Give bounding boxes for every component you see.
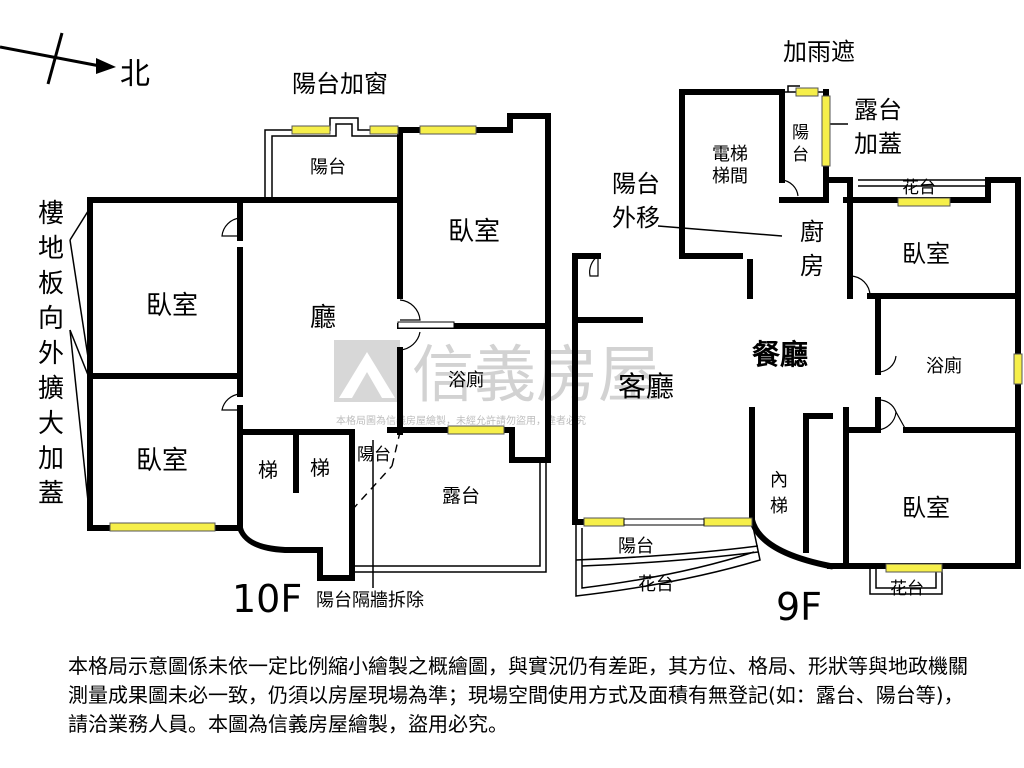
9f-balcony-moved-line2: 外移 [612, 204, 660, 232]
9f-balcony-moved-line1: 陽台 [612, 170, 660, 198]
9f-window [885, 563, 943, 573]
10f-door-icon [221, 393, 241, 411]
10f-floor-label: 10F [232, 577, 302, 621]
compass: 北 [0, 32, 150, 92]
9f-flower-bottom-outline [869, 566, 943, 595]
10f-left-wall [87, 197, 243, 531]
9f-window [897, 197, 951, 207]
10f-door-icon [399, 331, 421, 351]
9f-door-icon [849, 275, 871, 297]
10f-door-icon [221, 217, 241, 237]
9f-bedroom-bottom-label: 臥室 [902, 494, 950, 522]
9f-balcony-bottom-label: 陽台 [618, 536, 654, 557]
9f-bathroom-label: 浴廁 [926, 355, 962, 377]
9f-top-balcony-outline [787, 85, 800, 92]
10f-window [447, 425, 505, 435]
10f-window [419, 125, 477, 135]
10f-door-icon [399, 299, 421, 321]
10f-terrace-outline [352, 460, 541, 567]
10f-window [369, 125, 399, 135]
10f-outer-wall [237, 113, 551, 463]
9f-kitchen-line2: 房 [800, 252, 824, 280]
10f-window [291, 125, 331, 135]
10f-bedroom-top-right-label: 臥室 [448, 217, 500, 247]
9f-balcony-small-line2: 台 [792, 145, 809, 165]
9f-flower-top-label: 花台 [902, 178, 936, 198]
9f-door-icon [877, 399, 897, 413]
9f-round-wall [749, 413, 834, 570]
9f-kitchen-line1: 廚 [800, 218, 824, 246]
9f-door-icon [877, 410, 907, 431]
disclaimer-text: 本格局示意圖係未依一定比例縮小繪製之概繪圖，與實況仍有差距，其方位、格局、形狀等… [68, 654, 968, 736]
9f-terrace-cover-note-line2: 加蓋 [854, 130, 902, 158]
10f-balcony-label: 陽台 [310, 157, 346, 178]
9f-window [703, 517, 753, 527]
10f-window [109, 522, 216, 532]
9f-rain-cover-note: 加雨遮 [783, 38, 855, 66]
10f-stair-wall [236, 429, 355, 581]
north-arrow-icon [96, 58, 116, 74]
10f-bathroom-label: 浴廁 [448, 369, 484, 391]
10f-living-label: 廳 [310, 303, 336, 333]
9f-kitchen-wall [779, 177, 853, 203]
floor-9f-plan: 加雨遮 露台 加蓋 電梯 梯間 陽 台 陽台 外移 廚 房 花台 臥室 客廳 餐… [572, 38, 1023, 629]
10f-wall-removed-note: 陽台隔牆拆除 [316, 590, 424, 611]
10f-removed-wall-dashed [351, 465, 393, 511]
9f-living-label: 客廳 [618, 370, 674, 403]
9f-elevator-label-line1: 電梯 [712, 144, 748, 165]
9f-bedroom-top-label: 臥室 [902, 240, 950, 268]
watermark-brand: 信義房屋 [412, 338, 660, 411]
9f-flower-bottom-right-label: 花台 [890, 579, 924, 599]
9f-terrace-cover-note-line1: 露台 [854, 96, 902, 124]
9f-floor-label: 9F [776, 585, 822, 629]
9f-inner-stair-line2: 梯 [770, 496, 788, 517]
floor-10f-plan: 陽台加窗 陽台 臥室 臥室 廳 臥室 浴廁 梯 梯 陽台 露台 10F 陽台隔牆… [38, 70, 551, 621]
9f-door-icon [589, 255, 599, 277]
10f-stair-b-label: 梯 [310, 456, 330, 480]
9f-door-icon [781, 179, 799, 197]
9f-flower-bottom-label: 花台 [638, 574, 674, 595]
9f-balcony-moved-pointer [657, 225, 783, 237]
10f-balcony-outline [264, 117, 400, 200]
watermark-logo-icon [334, 340, 400, 402]
10f-stair-a-label: 梯 [258, 458, 278, 482]
10f-bedroom-left-top-label: 臥室 [146, 291, 198, 321]
9f-inner-stair-wall [827, 407, 849, 569]
10f-terrace-label: 露台 [442, 485, 480, 507]
9f-bottom-balcony-outline [575, 521, 761, 597]
9f-window [583, 517, 625, 527]
watermark: 信義房屋 本格局圖為信義房屋繪製，未經允許請勿盜用，違者必究 [334, 338, 660, 427]
10f-bedroom-left-bottom-label: 臥室 [136, 446, 188, 476]
9f-inner-stair-line1: 內 [770, 470, 788, 491]
10f-floor-extend-note: 樓地板向外擴大加蓋 [38, 199, 64, 509]
9f-elevator-wall [679, 89, 785, 259]
9f-window [1013, 353, 1023, 385]
north-label: 北 [120, 57, 150, 92]
9f-door-icon [877, 355, 897, 373]
9f-balcony-small-line1: 陽 [792, 123, 809, 143]
9f-window [821, 95, 831, 167]
9f-elevator-label-line2: 梯間 [712, 166, 748, 187]
9f-window [795, 87, 819, 97]
10f-balcony-window-note: 陽台加窗 [292, 70, 388, 98]
10f-small-balcony-label: 陽台 [357, 445, 391, 465]
9f-dining-label: 餐廳 [752, 338, 808, 371]
